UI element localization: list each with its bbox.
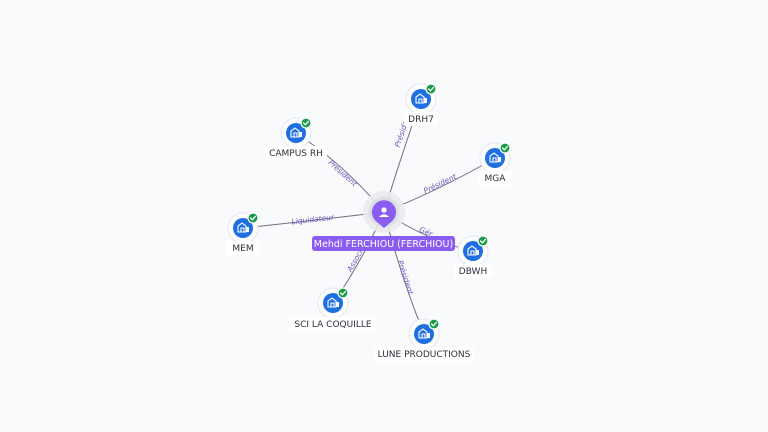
person-node[interactable]: Mehdi FERCHIOU (FERCHIOU) [312,191,455,251]
company-icon [233,218,253,238]
verified-check-icon [499,142,511,154]
company-name-label: DBWH [459,267,487,277]
company-node-sci-la-coquille[interactable]: SCI LA COQUILLE [290,287,376,331]
company-label-background [290,317,376,331]
company-icon [323,293,343,313]
edge-role-label: Liquidateur [291,213,335,227]
edge-mem: Liquidateur [242,211,385,229]
company-name-label: MEM [232,244,253,254]
company-name-label: DRH7 [408,115,434,125]
center-name-label: Mehdi FERCHIOU (FERCHIOU) [314,239,453,250]
company-icon [286,123,306,143]
edge-role-label: Président [396,259,416,296]
company-name-label: SCI LA COQUILLE [294,320,371,330]
company-node-drh7[interactable]: DRH7 [404,83,438,126]
verified-check-icon [477,235,489,247]
company-label-background [374,347,474,361]
company-node-mga[interactable]: MGA [478,142,512,185]
company-label-background [226,241,260,255]
center-label-background [312,236,455,251]
company-name-label: MGA [485,174,507,184]
company-node-mem[interactable]: MEM [226,212,260,255]
company-label-background [454,264,492,278]
edge-role-label: Président [422,172,459,196]
verified-check-icon [247,212,259,224]
company-icon [485,148,505,168]
verified-check-icon [337,287,349,299]
company-name-label: CAMPUS RH [269,149,323,159]
company-label-background [478,171,512,185]
edge-role-label: Président [327,158,360,189]
verified-check-icon [428,318,440,330]
verified-check-icon [300,117,312,129]
company-node-dbwh[interactable]: DBWH [454,235,492,278]
company-icon [411,89,431,109]
person-icon [379,207,389,217]
company-name-label: LUNE PRODUCTIONS [378,350,471,360]
company-node-campus-rh[interactable]: CAMPUS RH [265,117,327,160]
edge-role-label: Associ [345,247,365,274]
company-label-background [265,146,327,160]
company-icon [463,241,483,261]
company-node-lune-productions[interactable]: LUNE PRODUCTIONS [374,318,474,361]
verified-check-icon [425,83,437,95]
company-icon [414,324,434,344]
company-label-background [404,112,438,126]
